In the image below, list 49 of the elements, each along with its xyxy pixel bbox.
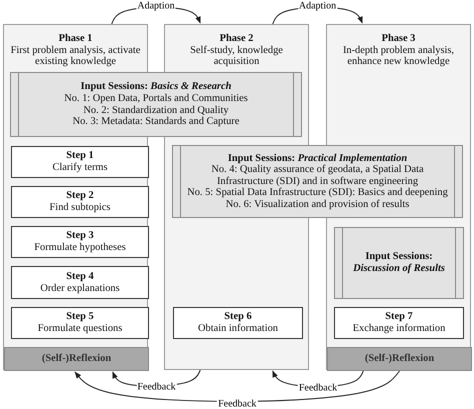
curved-arrow [74,370,400,402]
heading: Step 4 [65,270,95,282]
step-box [11,186,149,218]
heading: Phase 2 [218,33,254,45]
input-session-box [10,72,302,137]
edge-label: Feedback [298,382,338,394]
heading: Input Sessions: Practical Implementation [226,152,408,164]
step-box [11,266,149,299]
body-text: First problem analysis, activate existing knowledge [10,44,142,68]
step-box [334,307,464,339]
heading: Phase 1 [58,33,94,45]
body-text: No. 2: Standardization and Quality [82,104,230,116]
step-box [173,307,303,339]
heading: Phase 3 [380,33,416,45]
body-text: Input Sessions: Discussion of Results [352,251,446,275]
body-text: No. 6: Visualization and provision of results [224,198,410,210]
input-session-box [172,145,463,218]
step-box [11,146,149,178]
edge-label: Feedback [136,382,177,392]
body-text: Self-study, knowledge acquisition [189,44,284,68]
step-box [11,226,149,258]
reflexion-bar [327,347,472,371]
body-text: No. 1: Open Data, Portals and Communities [63,92,249,104]
body-text: In-depth problem analysis, enhance new knowledge [342,44,456,68]
body-text: No. 4: Quality assurance of geodata, a Spatial Data Infrastructure (SDI) and in software engineering [210,164,425,188]
step-box [11,307,149,339]
body-text: Formulate questions [36,323,124,335]
body-text: Order explanations [39,282,121,294]
bar-label: (Self-)Reflexion [364,353,436,365]
heading: Step 6 [223,311,253,323]
heading: Step 2 [65,190,95,202]
body-text: Clarify terms [51,162,109,174]
reflexion-bar [4,347,149,371]
heading: Step 5 [65,311,95,323]
edge-label: Feedback [217,398,258,409]
heading: Step 1 [65,150,95,162]
body-text: Exchange information [352,323,446,335]
edge-label: Adaption [136,0,176,12]
input-session-box [334,227,464,299]
heading: Step 3 [65,230,95,242]
body-text: Find subtopics [48,202,112,214]
body-text: No. 5: Spatial Data Infrastructure (SDI): Basics and deepening [187,187,448,199]
body-text: Formulate hypotheses [33,242,127,254]
heading: Input Sessions: Basics & Research [80,81,232,93]
edge-label: Adaption [298,0,338,12]
body-text: Obtain information [197,323,279,335]
body-text: No. 3: Metadata: Standards and Capture [72,116,240,128]
bar-label: (Self-)Reflexion [40,353,112,365]
heading: Step 7 [384,311,414,323]
